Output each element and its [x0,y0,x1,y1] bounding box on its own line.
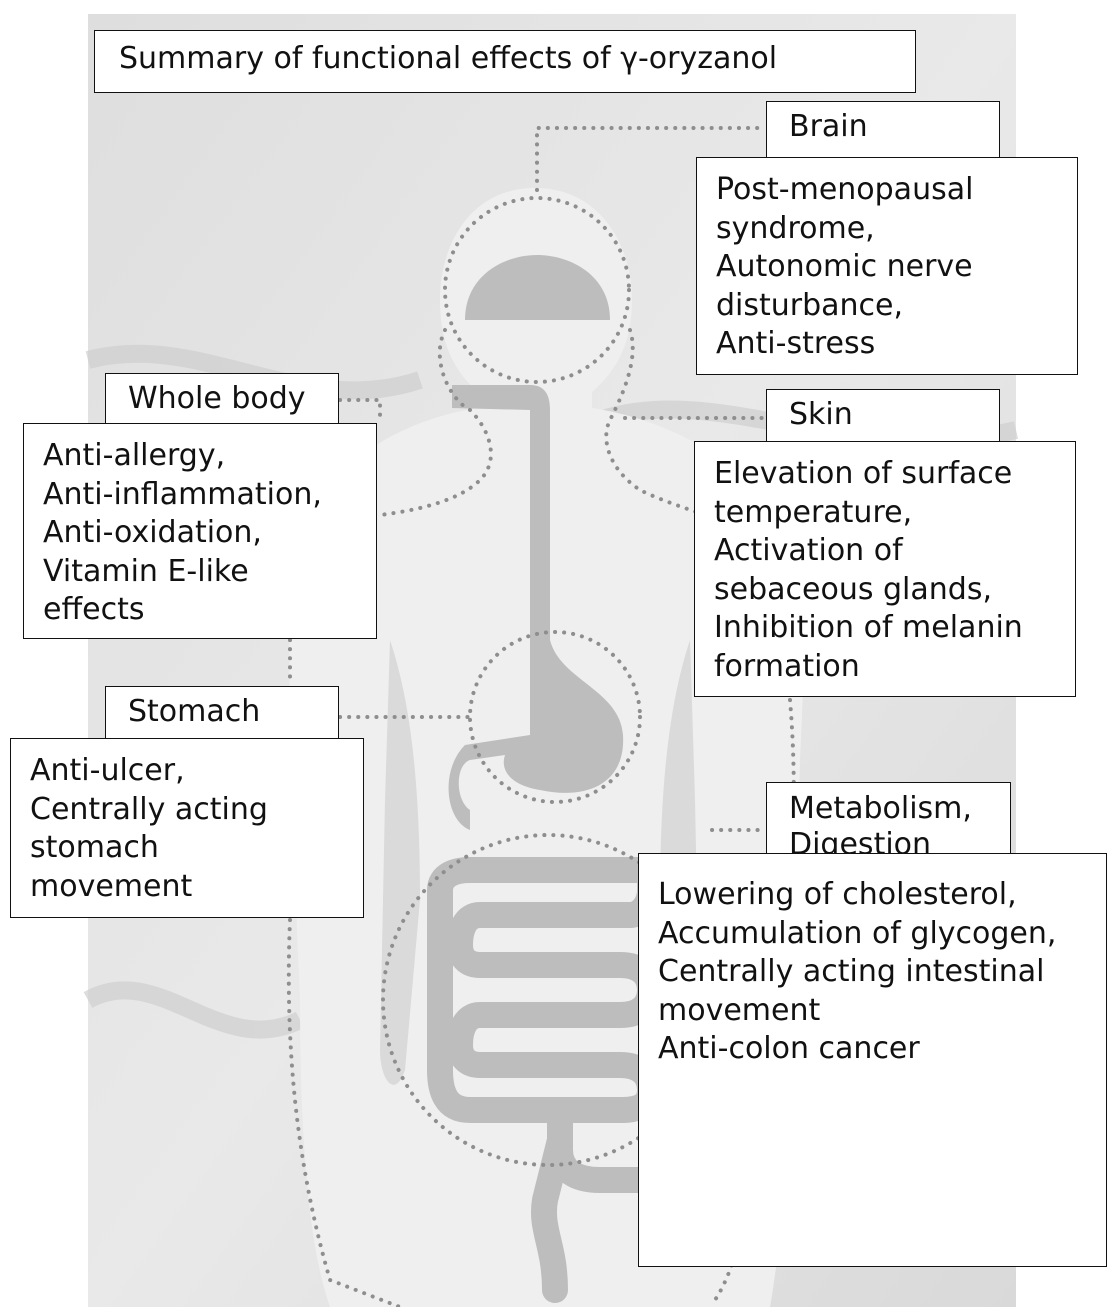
stomach-effects: Anti-ulcer, Centrally acting stomach mov… [10,738,364,918]
whole-body-effects: Anti-allergy, Anti-inflammation, Anti-ox… [23,423,377,639]
metabolism-effects: Lowering of cholesterol, Accumulation of… [638,853,1107,1267]
diagram-title: Summary of functional effects of γ-oryza… [94,30,916,93]
skin-effects: Elevation of surface temperature, Activa… [694,441,1076,697]
brain-effects: Post-menopausal syndrome, Autonomic nerv… [696,157,1078,375]
brain-label: Brain [766,101,1000,163]
